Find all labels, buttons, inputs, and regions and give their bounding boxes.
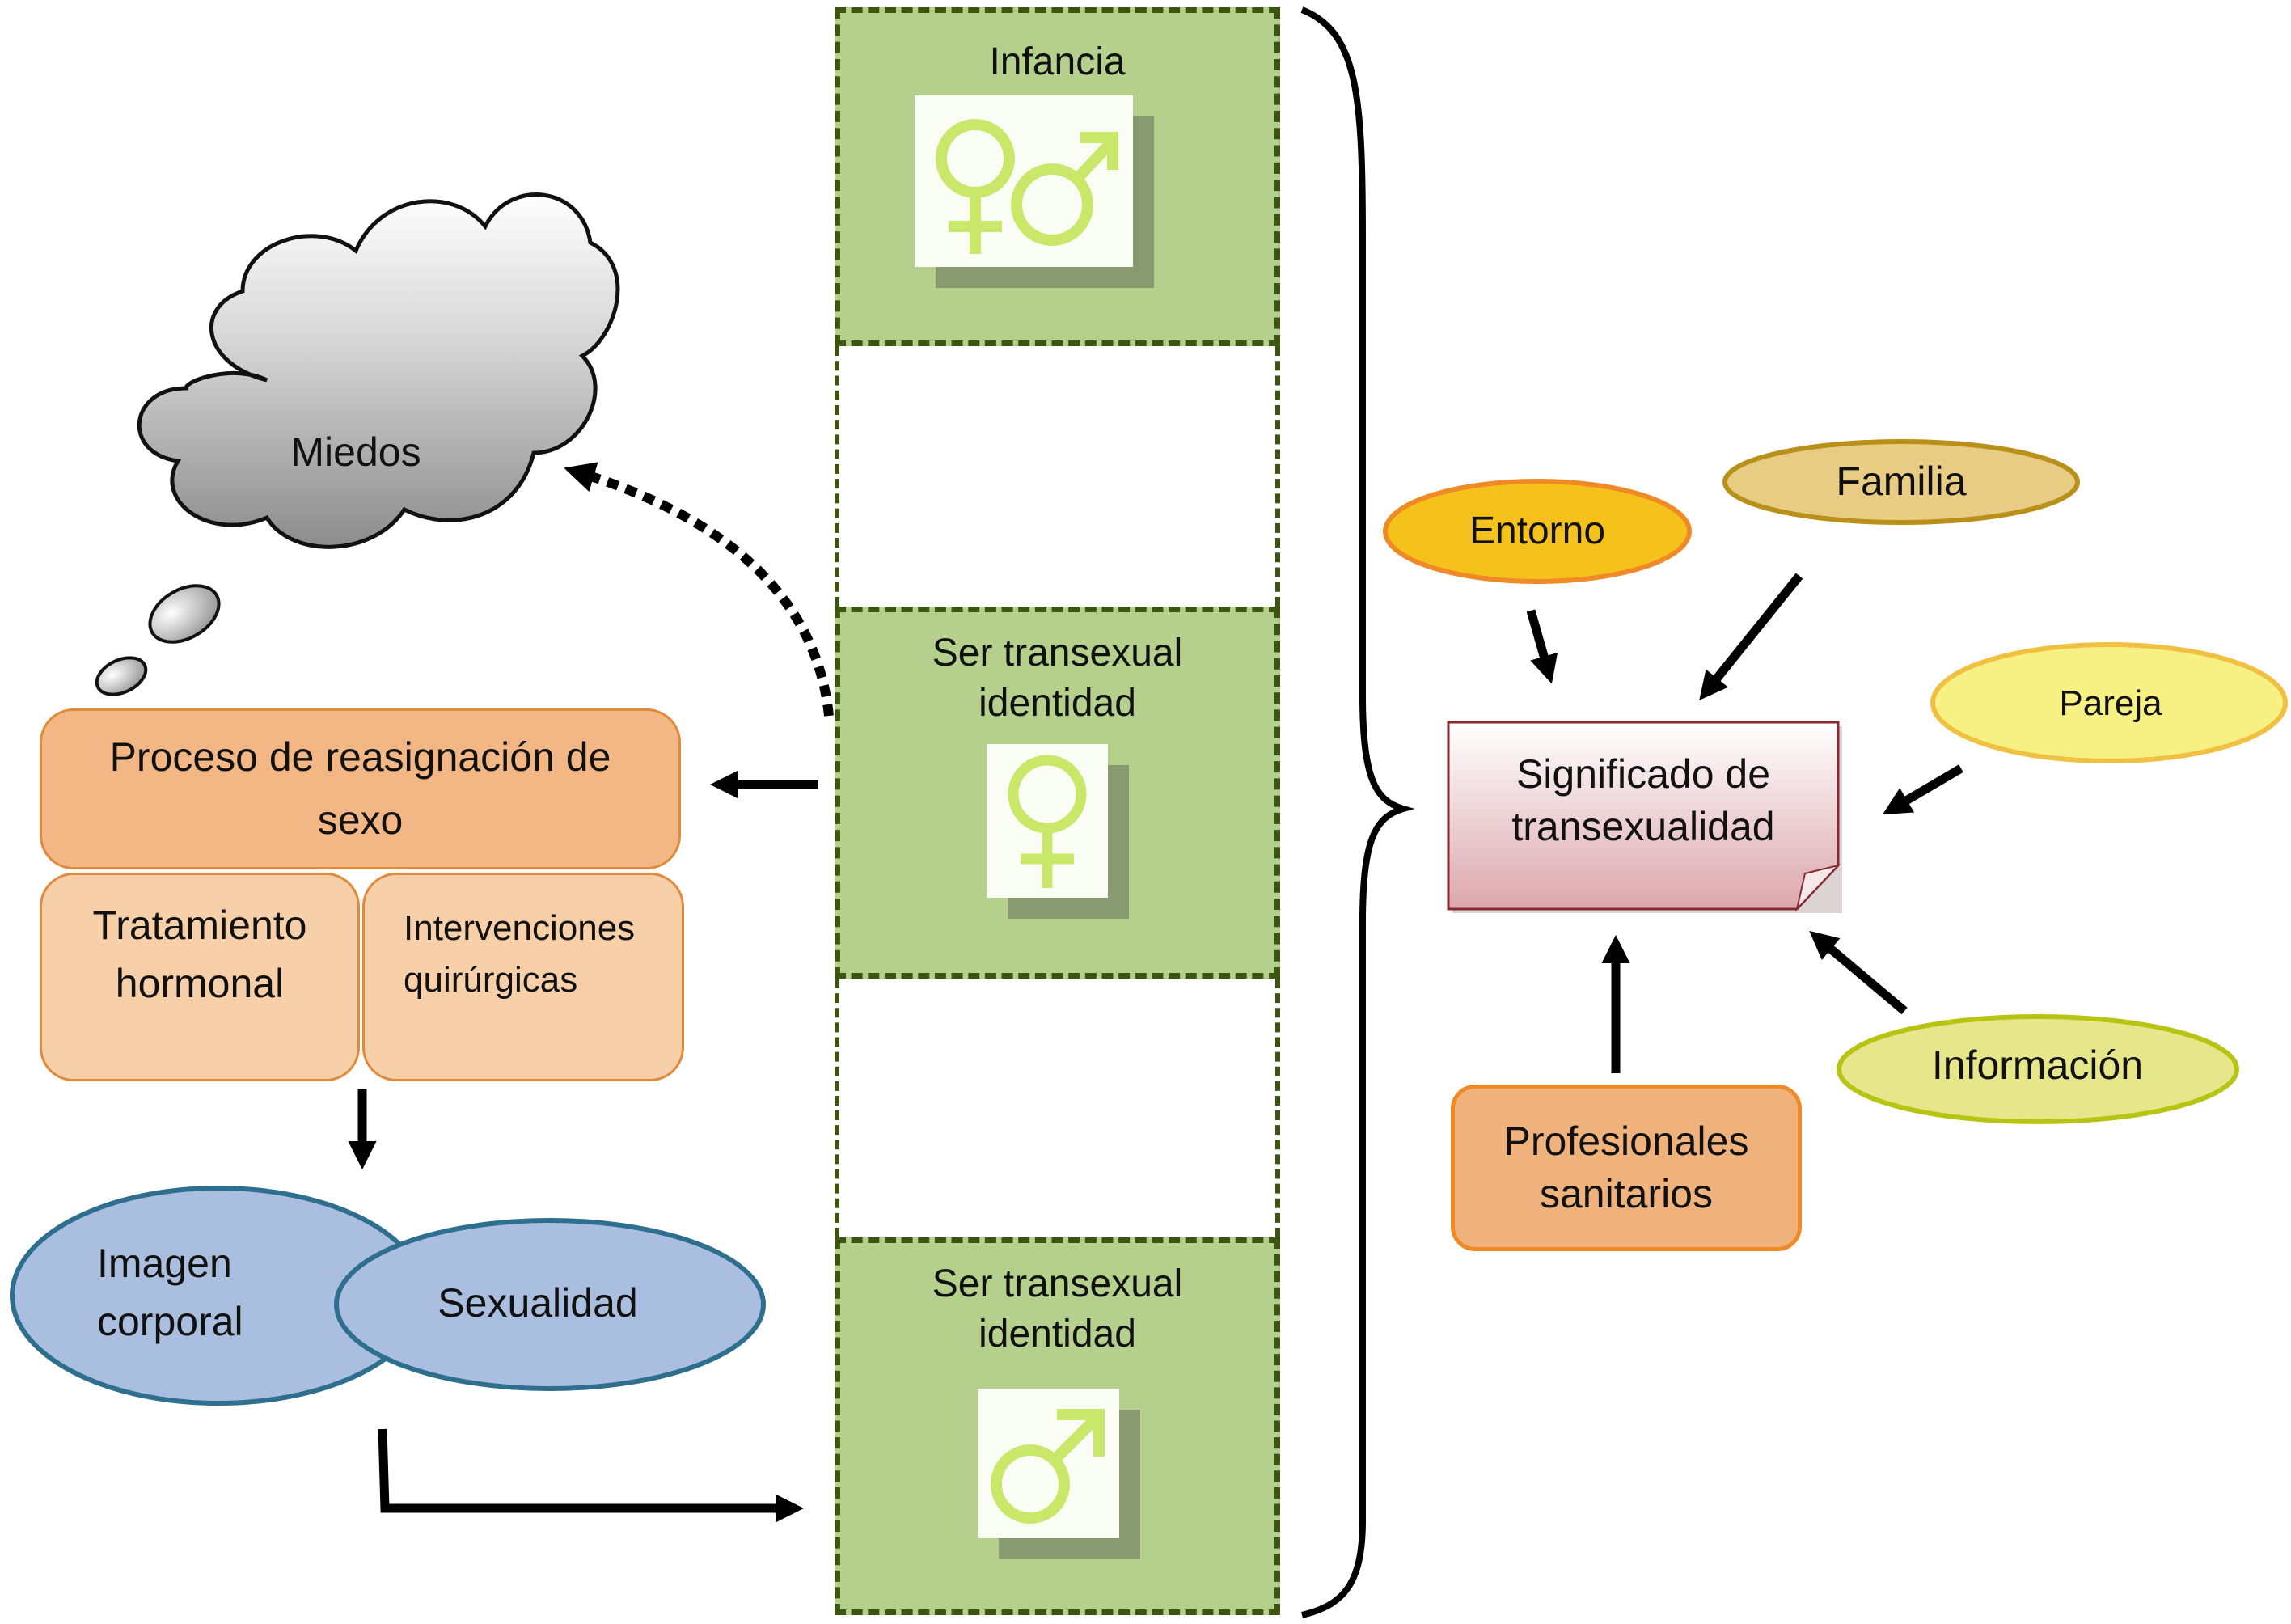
- arrow-identity-to-fears-dotted: [564, 462, 834, 717]
- imagen-corporal-label: Imagen corporal: [97, 1236, 243, 1349]
- stage-infancia: Infancia: [835, 7, 1280, 346]
- arrow-informacion-to-significado: [1809, 930, 1908, 1015]
- profesionales-line2: sanitarios: [1540, 1171, 1713, 1216]
- female-symbol-icon: [936, 119, 1015, 254]
- profesionales-line1: Profesionales: [1503, 1119, 1749, 1164]
- stage-identidad-masculina: Ser transexual identidad: [835, 1237, 1280, 1615]
- profesionales-box: Profesionales sanitarios: [1451, 1085, 1802, 1251]
- familia-label: Familia: [1836, 459, 1967, 505]
- stage-gap-1: [835, 346, 1280, 607]
- thought-bubble-large: [148, 584, 221, 644]
- arrow-outcomes-to-male-identity: [378, 1428, 805, 1523]
- male-symbol-icon: [991, 1409, 1105, 1524]
- stage-identidad-femenina: Ser transexual identidad: [835, 607, 1280, 979]
- curly-brace: [1300, 6, 1415, 1618]
- tratamiento-hormonal-label: Tratamiento hormonal: [42, 898, 357, 1011]
- male-symbol-card: [978, 1389, 1119, 1538]
- stage-identidad-masculina-label: Ser transexual identidad: [840, 1259, 1274, 1360]
- stage-identidad-femenina-line1: Ser transexual: [932, 632, 1183, 675]
- arrow-familia-to-significado: [1699, 573, 1803, 700]
- sexualidad-label: Sexualidad: [437, 1280, 638, 1326]
- tratamiento-line1: Tratamiento: [92, 902, 307, 948]
- profesionales-label: Profesionales sanitarios: [1455, 1089, 1798, 1247]
- timeline-column: Infancia Ser transexual identidad: [835, 7, 1280, 1615]
- intervenciones-quirurgicas-label: Intervenciones quirúrgicas: [404, 898, 635, 1011]
- arrow-entorno-to-significado: [1526, 609, 1558, 684]
- tratamiento-hormonal-box: Tratamiento hormonal: [40, 873, 360, 1081]
- imagen-line2: corporal: [97, 1299, 243, 1344]
- significado-line1: Significado de: [1515, 751, 1771, 797]
- familia-ellipse: [1722, 439, 2080, 525]
- female-symbol-icon: [1008, 755, 1087, 888]
- intervenciones-line2: quirúrgicas: [404, 960, 578, 1000]
- informacion-label: Información: [1931, 1042, 2144, 1088]
- gender-symbols-card: [915, 95, 1133, 267]
- process-title-line1: Proceso de reasignación de: [109, 734, 611, 780]
- informacion-ellipse: [1837, 1014, 2239, 1124]
- significado-line2: transexualidad: [1511, 804, 1775, 849]
- page-curl-icon: [1795, 864, 1841, 912]
- arrow-pareja-to-significado: [1882, 764, 1963, 815]
- pareja-ellipse: [1930, 642, 2288, 763]
- entorno-label: Entorno: [1469, 510, 1606, 553]
- pareja-label: Pareja: [2059, 683, 2162, 724]
- stage-identidad-femenina-line2: identidad: [979, 682, 1136, 725]
- intervenciones-quirurgicas-box: Intervenciones quirúrgicas: [362, 873, 684, 1081]
- thought-bubble-medium: [95, 656, 148, 696]
- imagen-line1: Imagen: [97, 1240, 232, 1286]
- stage-infancia-label: Infancia: [989, 40, 1126, 83]
- process-box: Proceso de reasignación de sexo: [40, 708, 681, 869]
- stage-gap-2: [835, 979, 1280, 1237]
- entorno-ellipse: [1383, 479, 1692, 584]
- female-symbol-card: [987, 744, 1108, 898]
- stage-identidad-femenina-label: Ser transexual identidad: [840, 628, 1274, 730]
- stage-identidad-masculina-line1: Ser transexual: [932, 1262, 1183, 1305]
- stage-identidad-masculina-line2: identidad: [979, 1313, 1136, 1356]
- process-title: Proceso de reasignación de sexo: [42, 711, 678, 867]
- miedos-label: Miedos: [290, 429, 421, 476]
- male-symbol-icon: [1011, 132, 1118, 246]
- cloud-shape: [137, 192, 620, 549]
- significado-box: [1447, 721, 1842, 913]
- sexualidad-ellipse: [334, 1218, 766, 1391]
- process-title-line2: sexo: [317, 797, 404, 843]
- significado-label: Significado de transexualidad: [1448, 728, 1838, 873]
- intervenciones-line1: Intervenciones: [404, 908, 636, 949]
- tratamiento-line2: hormonal: [115, 961, 285, 1006]
